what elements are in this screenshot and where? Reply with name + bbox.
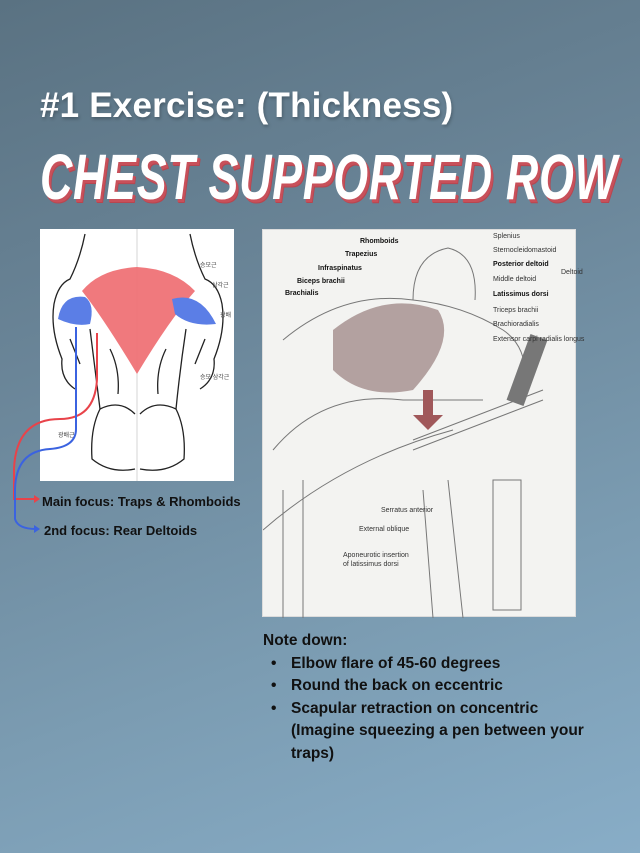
svg-text:승모 삼각근: 승모 삼각근 — [200, 373, 230, 381]
note-item: Scapular retraction on concentric (Imagi… — [269, 698, 599, 766]
notes-heading: Note down: — [263, 632, 348, 649]
note-item: Elbow flare of 45-60 degrees — [269, 653, 599, 676]
exercise-title: CHEST SUPPORTED ROW — [40, 141, 618, 213]
focus-arrows — [13, 327, 98, 533]
label-sternocleidomastoid: Sternocleidomastoid — [493, 247, 557, 254]
note-item: Round the back on eccentric — [269, 675, 599, 698]
label-external-oblique: External oblique — [359, 526, 410, 533]
exercise-subtitle: #1 Exercise: (Thickness) — [40, 86, 454, 125]
label-latissimus-dorsi: Latissimus dorsi — [493, 291, 549, 298]
chest-supported-row-illustration: Rhomboids Trapezius Infraspinatus Biceps… — [262, 229, 584, 618]
svg-text:광배: 광배 — [220, 311, 231, 319]
label-triceps-brachii: Triceps brachii — [493, 307, 539, 314]
label-posterior-deltoid: Posterior deltoid — [493, 261, 549, 268]
label-deltoid: Deltoid — [561, 269, 583, 276]
notes-section: Note down: Elbow flare of 45-60 degrees … — [263, 630, 599, 765]
svg-text:광배근: 광배근 — [58, 431, 75, 439]
label-extensor-carpi: Extensor carpi radialis longus — [493, 336, 585, 343]
main-focus-label: Main focus: Traps & Rhomboids — [42, 494, 241, 509]
svg-text:승모근: 승모근 — [200, 262, 217, 269]
label-infraspinatus: Infraspinatus — [318, 265, 362, 272]
second-focus-label: 2nd focus: Rear Deltoids — [44, 523, 198, 538]
label-aponeurotic-insertion-2: of latissimus dorsi — [343, 561, 399, 568]
label-brachialis: Brachialis — [285, 290, 319, 297]
label-rhomboids: Rhomboids — [360, 238, 399, 245]
label-middle-deltoid: Middle deltoid — [493, 276, 537, 283]
label-splenius: Splenius — [493, 233, 520, 240]
label-brachioradialis: Brachioradialis — [493, 321, 539, 328]
label-biceps-brachii: Biceps brachii — [297, 278, 345, 285]
label-aponeurotic-insertion: Aponeurotic insertion — [343, 552, 409, 559]
label-trapezius: Trapezius — [345, 251, 378, 258]
label-serratus-anterior: Serratus anterior — [381, 507, 434, 514]
svg-text:삼각근: 삼각근 — [212, 281, 229, 289]
